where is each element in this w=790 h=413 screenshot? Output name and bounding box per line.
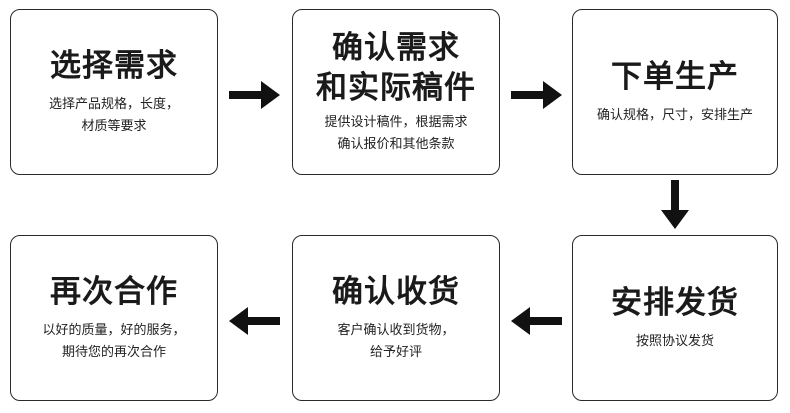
step-title-line: 选择需求 xyxy=(50,48,178,84)
step-card-select-requirements: 选择需求 选择产品规格，长度， 材质等要求 xyxy=(10,9,218,175)
step-title-line: 再次合作 xyxy=(50,274,178,310)
step-title-line: 确认需求 xyxy=(332,30,460,66)
arrow-left-icon xyxy=(511,307,562,335)
step-description-line: 选择产品规格，长度， xyxy=(48,97,179,112)
step-title: 确认收货 xyxy=(332,272,460,312)
step-title-line: 和实际稿件 xyxy=(316,70,476,106)
step-title: 再次合作 xyxy=(50,272,178,312)
step-title-line: 确认收货 xyxy=(332,274,460,310)
step-description-line: 按照协议发货 xyxy=(635,334,714,349)
step-title: 下单生产 xyxy=(611,57,739,97)
step-description-line: 材质等要求 xyxy=(81,119,147,134)
step-description: 客户确认收到货物， 给予好评 xyxy=(337,320,454,364)
step-description: 选择产品规格，长度， 材质等要求 xyxy=(49,94,179,138)
step-description-line: 确认报价和其他条款 xyxy=(337,137,455,152)
step-title: 选择需求 xyxy=(50,46,178,86)
step-description-line: 确认规格，尺寸，安排生产 xyxy=(596,108,753,123)
step-card-confirm-receipt: 确认收货 客户确认收到货物， 给予好评 xyxy=(292,235,500,401)
step-card-place-order: 下单生产 确认规格，尺寸，安排生产 xyxy=(572,9,778,175)
step-card-confirm-requirements: 确认需求 和实际稿件 提供设计稿件，根据需求 确认报价和其他条款 xyxy=(292,9,500,175)
step-card-arrange-shipping: 安排发货 按照协议发货 xyxy=(572,235,778,401)
step-description-line: 提供设计稿件，根据需求 xyxy=(324,115,468,130)
step-title-line: 安排发货 xyxy=(611,285,739,321)
step-description-line: 给予好评 xyxy=(369,345,422,360)
step-description: 按照协议发货 xyxy=(636,331,714,353)
step-description-line: 客户确认收到货物， xyxy=(337,323,455,338)
arrow-right-icon xyxy=(511,81,562,109)
arrow-right-icon xyxy=(229,81,280,109)
step-description: 提供设计稿件，根据需求 确认报价和其他条款 xyxy=(324,112,467,156)
step-description: 以好的质量，好的服务， 期待您的再次合作 xyxy=(42,320,185,364)
step-card-cooperate-again: 再次合作 以好的质量，好的服务， 期待您的再次合作 xyxy=(10,235,218,401)
step-title: 安排发货 xyxy=(611,283,739,323)
arrow-down-icon xyxy=(661,180,689,229)
step-title-line: 下单生产 xyxy=(611,59,739,95)
step-description-line: 期待您的再次合作 xyxy=(61,345,166,360)
step-description: 确认规格，尺寸，安排生产 xyxy=(597,105,753,127)
arrow-left-icon xyxy=(229,307,280,335)
step-title: 确认需求 和实际稿件 xyxy=(316,28,476,108)
step-description-line: 以好的质量，好的服务， xyxy=(42,323,186,338)
